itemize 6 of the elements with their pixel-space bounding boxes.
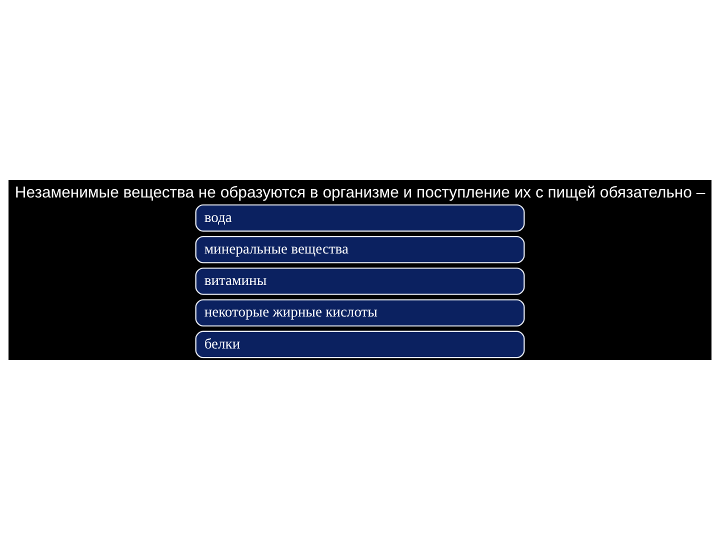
node-box: вода (195, 204, 525, 232)
node-box: витамины (195, 268, 525, 295)
diagram-title: Незаменимые вещества не образуются в организме и поступление их с пищей обязательно – (14, 184, 706, 202)
node-box: белки (195, 330, 525, 358)
node-box: некоторые жирные кислоты (195, 299, 525, 327)
node-box: минеральные вещества (195, 236, 525, 264)
